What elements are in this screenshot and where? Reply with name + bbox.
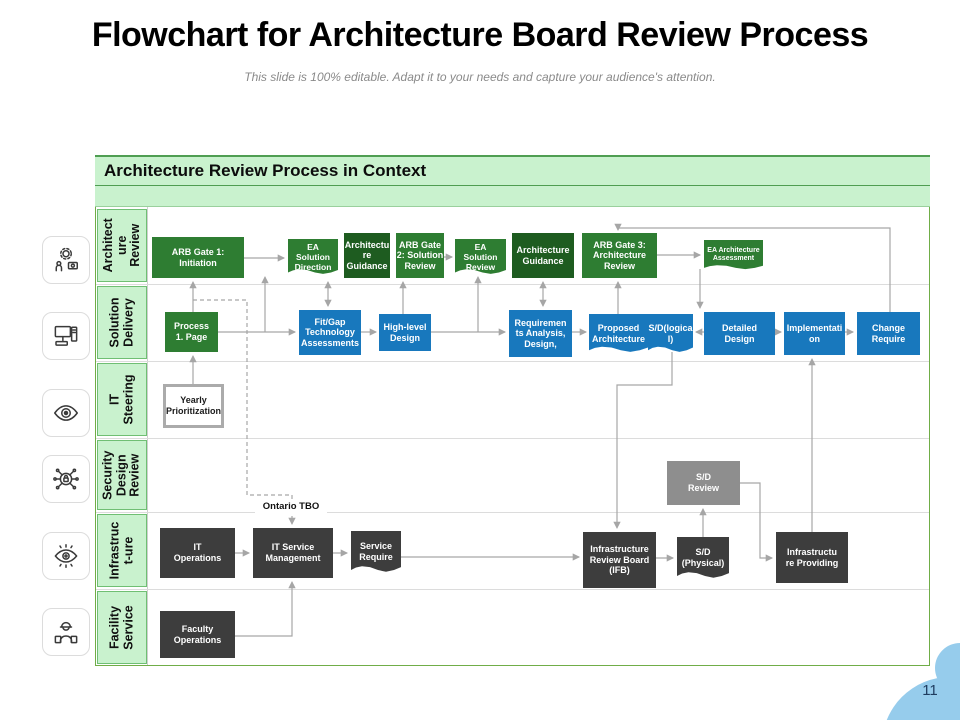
team-gear-icon [42,236,90,284]
lane-label: Security Design Review [100,450,142,500]
lane-label: Facility Service [107,605,135,650]
lane-security-design-review: Security Design Review [97,440,147,510]
lane-architecture-review: Architect ure Review [97,209,147,282]
ontario-tbo-label: Ontario TBO [255,499,327,514]
lane-label: Architect ure Review [100,218,142,273]
node-detailed-design: Detailed Design [704,312,775,355]
node-process-1-page: Process 1. Page [165,312,218,352]
node-high-level-design: High-level Design [379,314,431,351]
node-it-operations: IT Operations [160,528,235,578]
lane-solution-delivery: Solution Delivery [97,286,147,359]
node-ea-solution-direction: EA Solution Direction [288,239,338,274]
node-requirements-analysis-design: Requiremen ts Analysis, Design, [509,310,572,357]
lane-infrastructure: Infrastruc t-ure [97,514,147,587]
node-infrastructure-review-board: Infrastructure Review Board (IFB) [583,532,656,588]
engineer-icon [42,608,90,656]
network-lock-icon [42,455,90,503]
node-architecture-guidance-2: Architecture Guidance [512,233,574,278]
eye-icon [42,389,90,437]
page-title: Flowchart for Architecture Board Review … [91,16,869,54]
workstation-icon [42,312,90,360]
node-it-service-management: IT Service Management [253,528,333,578]
lane-label: Infrastruc t-ure [107,521,136,580]
lane-it-steering: IT Steering [97,363,147,436]
node-arb-gate-3: ARB Gate 3: Architecture Review [582,233,657,278]
lane-label: Solution Delivery [107,297,136,348]
slide-subtitle: This slide is 100% editable. Adapt it to… [244,70,716,84]
node-infrastructure-providing: Infrastructu re Providing [776,532,848,583]
node-sd-physical: S/D (Physical) [677,537,729,578]
node-sd-review: S/D Review [667,461,740,505]
node-faculty-operations: Faculty Operations [160,611,235,658]
vision-eye-icon [42,532,90,580]
node-architecture-guidance-1: Architectu re Guidance [344,233,390,278]
node-fit-gap-technology-assessments: Fit/Gap Technology Assessments [299,310,361,355]
table-header-title: Architecture Review Process in Context [95,155,930,186]
page-number: 11 [922,682,938,699]
node-proposed-architecture: Proposed Architecture [589,314,648,352]
node-arb-gate-1: ARB Gate 1: Initiation [152,237,244,278]
node-yearly-prioritization: Yearly Prioritization [163,384,224,428]
node-arb-gate-2: ARB Gate 2: Solution Review [396,233,444,278]
node-sd-logical: S/D(logica l) [648,314,693,352]
node-service-require: Service Require [351,531,401,572]
node-ea-solution-review: EA Solution Review [455,239,506,274]
lane-facility-service: Facility Service [97,591,147,664]
node-change-require: Change Require [857,312,920,355]
table-subheader-row [95,186,930,207]
lane-label: IT Steering [107,374,136,425]
node-implementation: Implementati on [784,312,845,355]
node-ea-architecture-assessment: EA Architecture Assessment [704,240,763,270]
